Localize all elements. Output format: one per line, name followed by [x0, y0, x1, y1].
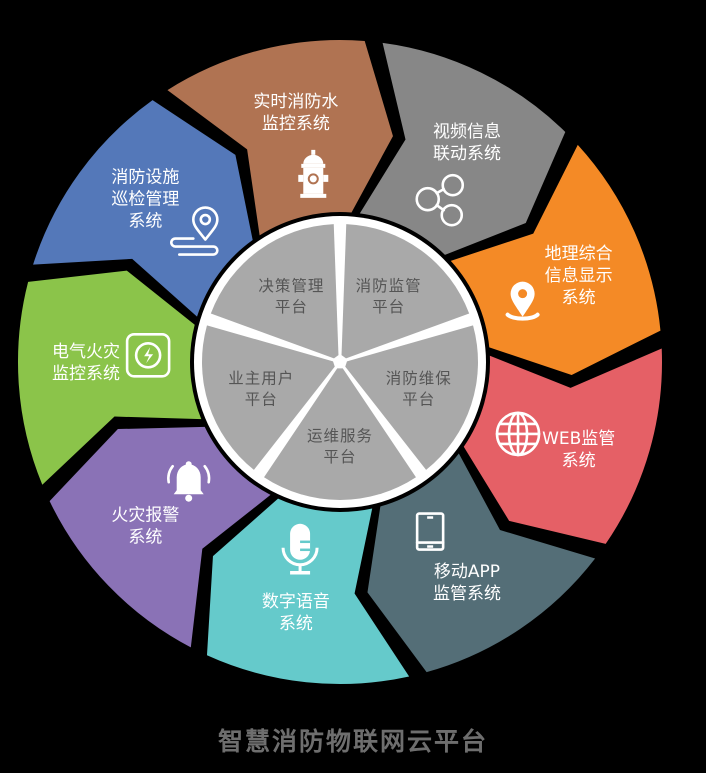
- core-label-line: 运维服务: [307, 427, 373, 445]
- segment-label: WEB监管系统: [542, 429, 615, 471]
- segment-label-line: 移动APP: [434, 562, 500, 582]
- core-label-line: 决策管理: [258, 277, 324, 295]
- segment-label-line: 系统: [128, 527, 162, 547]
- diagram-caption: 智慧消防物联网云平台: [217, 727, 488, 756]
- core-wedge: [210, 224, 339, 359]
- segment-label-line: 监控系统: [262, 114, 330, 134]
- fire-hydrant-icon: [298, 149, 329, 198]
- ring-segment-geo-info: 地理综合信息显示系统: [450, 144, 661, 375]
- segment-label-line: 数字语音: [262, 592, 330, 612]
- segment-label-line: 地理综合: [545, 244, 613, 264]
- segment-shape: [167, 40, 393, 236]
- segment-label-line: 系统: [562, 288, 596, 308]
- core-label: 业主用户平台: [228, 370, 294, 409]
- segment-label: 消防设施巡检管理系统: [111, 168, 179, 232]
- segment-label-line: 系统: [562, 451, 596, 471]
- core-label: 决策管理平台: [258, 277, 324, 316]
- segment-label-line: 电气火灾: [52, 342, 120, 362]
- segment-shape: [33, 100, 253, 317]
- core-label-line: 平台: [323, 448, 356, 466]
- core-label-line: 平台: [372, 298, 405, 316]
- map-pin-icon: [505, 281, 540, 321]
- core-label-line: 消防维保: [386, 370, 452, 388]
- core-label: 消防监管平台: [356, 277, 422, 316]
- ring-segment-digital-voice: 数字语音系统: [206, 498, 410, 685]
- segment-shape: [450, 144, 661, 375]
- core-platform-fire-maintenance: 消防维保平台: [345, 325, 478, 470]
- segment-label: 地理综合信息显示系统: [545, 244, 613, 308]
- ring-segment-video-linkage: 视频信息联动系统: [359, 42, 566, 255]
- ring-segment-fire-alarm: 火灾报警系统: [49, 426, 271, 648]
- segment-label-line: 火灾报警: [111, 505, 179, 525]
- segment-shape: [206, 498, 410, 685]
- core-label-line: 平台: [275, 298, 308, 316]
- segment-label-line: 实时消防水: [253, 92, 338, 112]
- core-label-line: 平台: [402, 391, 435, 409]
- core-platform-fire-supervision: 消防监管平台: [341, 224, 470, 359]
- globe-icon: [495, 411, 541, 457]
- segment-label: 视频信息联动系统: [433, 122, 501, 164]
- share-nodes-icon: [415, 173, 465, 227]
- segment-shape: [359, 42, 566, 255]
- core-platform-owner-user: 业主用户平台: [202, 325, 335, 470]
- segment-label-line: 巡检管理: [111, 190, 179, 210]
- segment-label: 火灾报警系统: [111, 505, 179, 547]
- segment-label-line: 监控系统: [52, 364, 120, 384]
- power-bolt-icon: [125, 332, 171, 378]
- ring-segment-facility-patrol: 消防设施巡检管理系统: [33, 100, 253, 317]
- segment-label: 电气火灾监控系统: [52, 342, 120, 384]
- segment-shape: [367, 453, 596, 673]
- segment-label-line: 视频信息: [433, 122, 501, 142]
- route-pin-icon: [170, 206, 219, 256]
- microphone-icon: [281, 523, 319, 575]
- bell-ringing-icon: [167, 461, 211, 502]
- ring-segment-fire-water: 实时消防水监控系统: [167, 40, 393, 236]
- core-wedge: [264, 368, 416, 500]
- segment-shape: [17, 270, 202, 485]
- core-label-line: 消防监管: [356, 277, 422, 295]
- segment-label-line: 监管系统: [433, 584, 501, 604]
- ring-segment-web-monitor: WEB监管系统: [463, 348, 662, 544]
- segment-label-line: 联动系统: [433, 144, 501, 164]
- core-label: 消防维保平台: [386, 370, 452, 409]
- core-platform-ops-service: 运维服务平台: [264, 368, 416, 500]
- core-wedge: [345, 325, 478, 470]
- segment-label-line: 消防设施: [111, 168, 179, 188]
- segment-shape: [463, 348, 662, 544]
- core-wedge: [202, 325, 335, 470]
- core-label: 运维服务平台: [307, 427, 373, 466]
- core-platform-decision-management: 决策管理平台: [210, 224, 339, 359]
- segment-label-line: 系统: [279, 614, 313, 634]
- segment-label: 实时消防水监控系统: [253, 92, 338, 134]
- segment-label-line: 系统: [128, 212, 162, 232]
- smartphone-icon: [415, 512, 445, 551]
- core-label-line: 业主用户: [228, 370, 294, 388]
- segment-label: 数字语音系统: [262, 592, 330, 634]
- segment-label-line: WEB监管: [542, 429, 615, 449]
- segment-label-line: 信息显示: [545, 266, 613, 286]
- core-label-line: 平台: [245, 391, 278, 409]
- ring-segment-electrical-fire: 电气火灾监控系统: [17, 270, 202, 485]
- segment-shape: [49, 426, 271, 648]
- core-wedge: [341, 224, 470, 359]
